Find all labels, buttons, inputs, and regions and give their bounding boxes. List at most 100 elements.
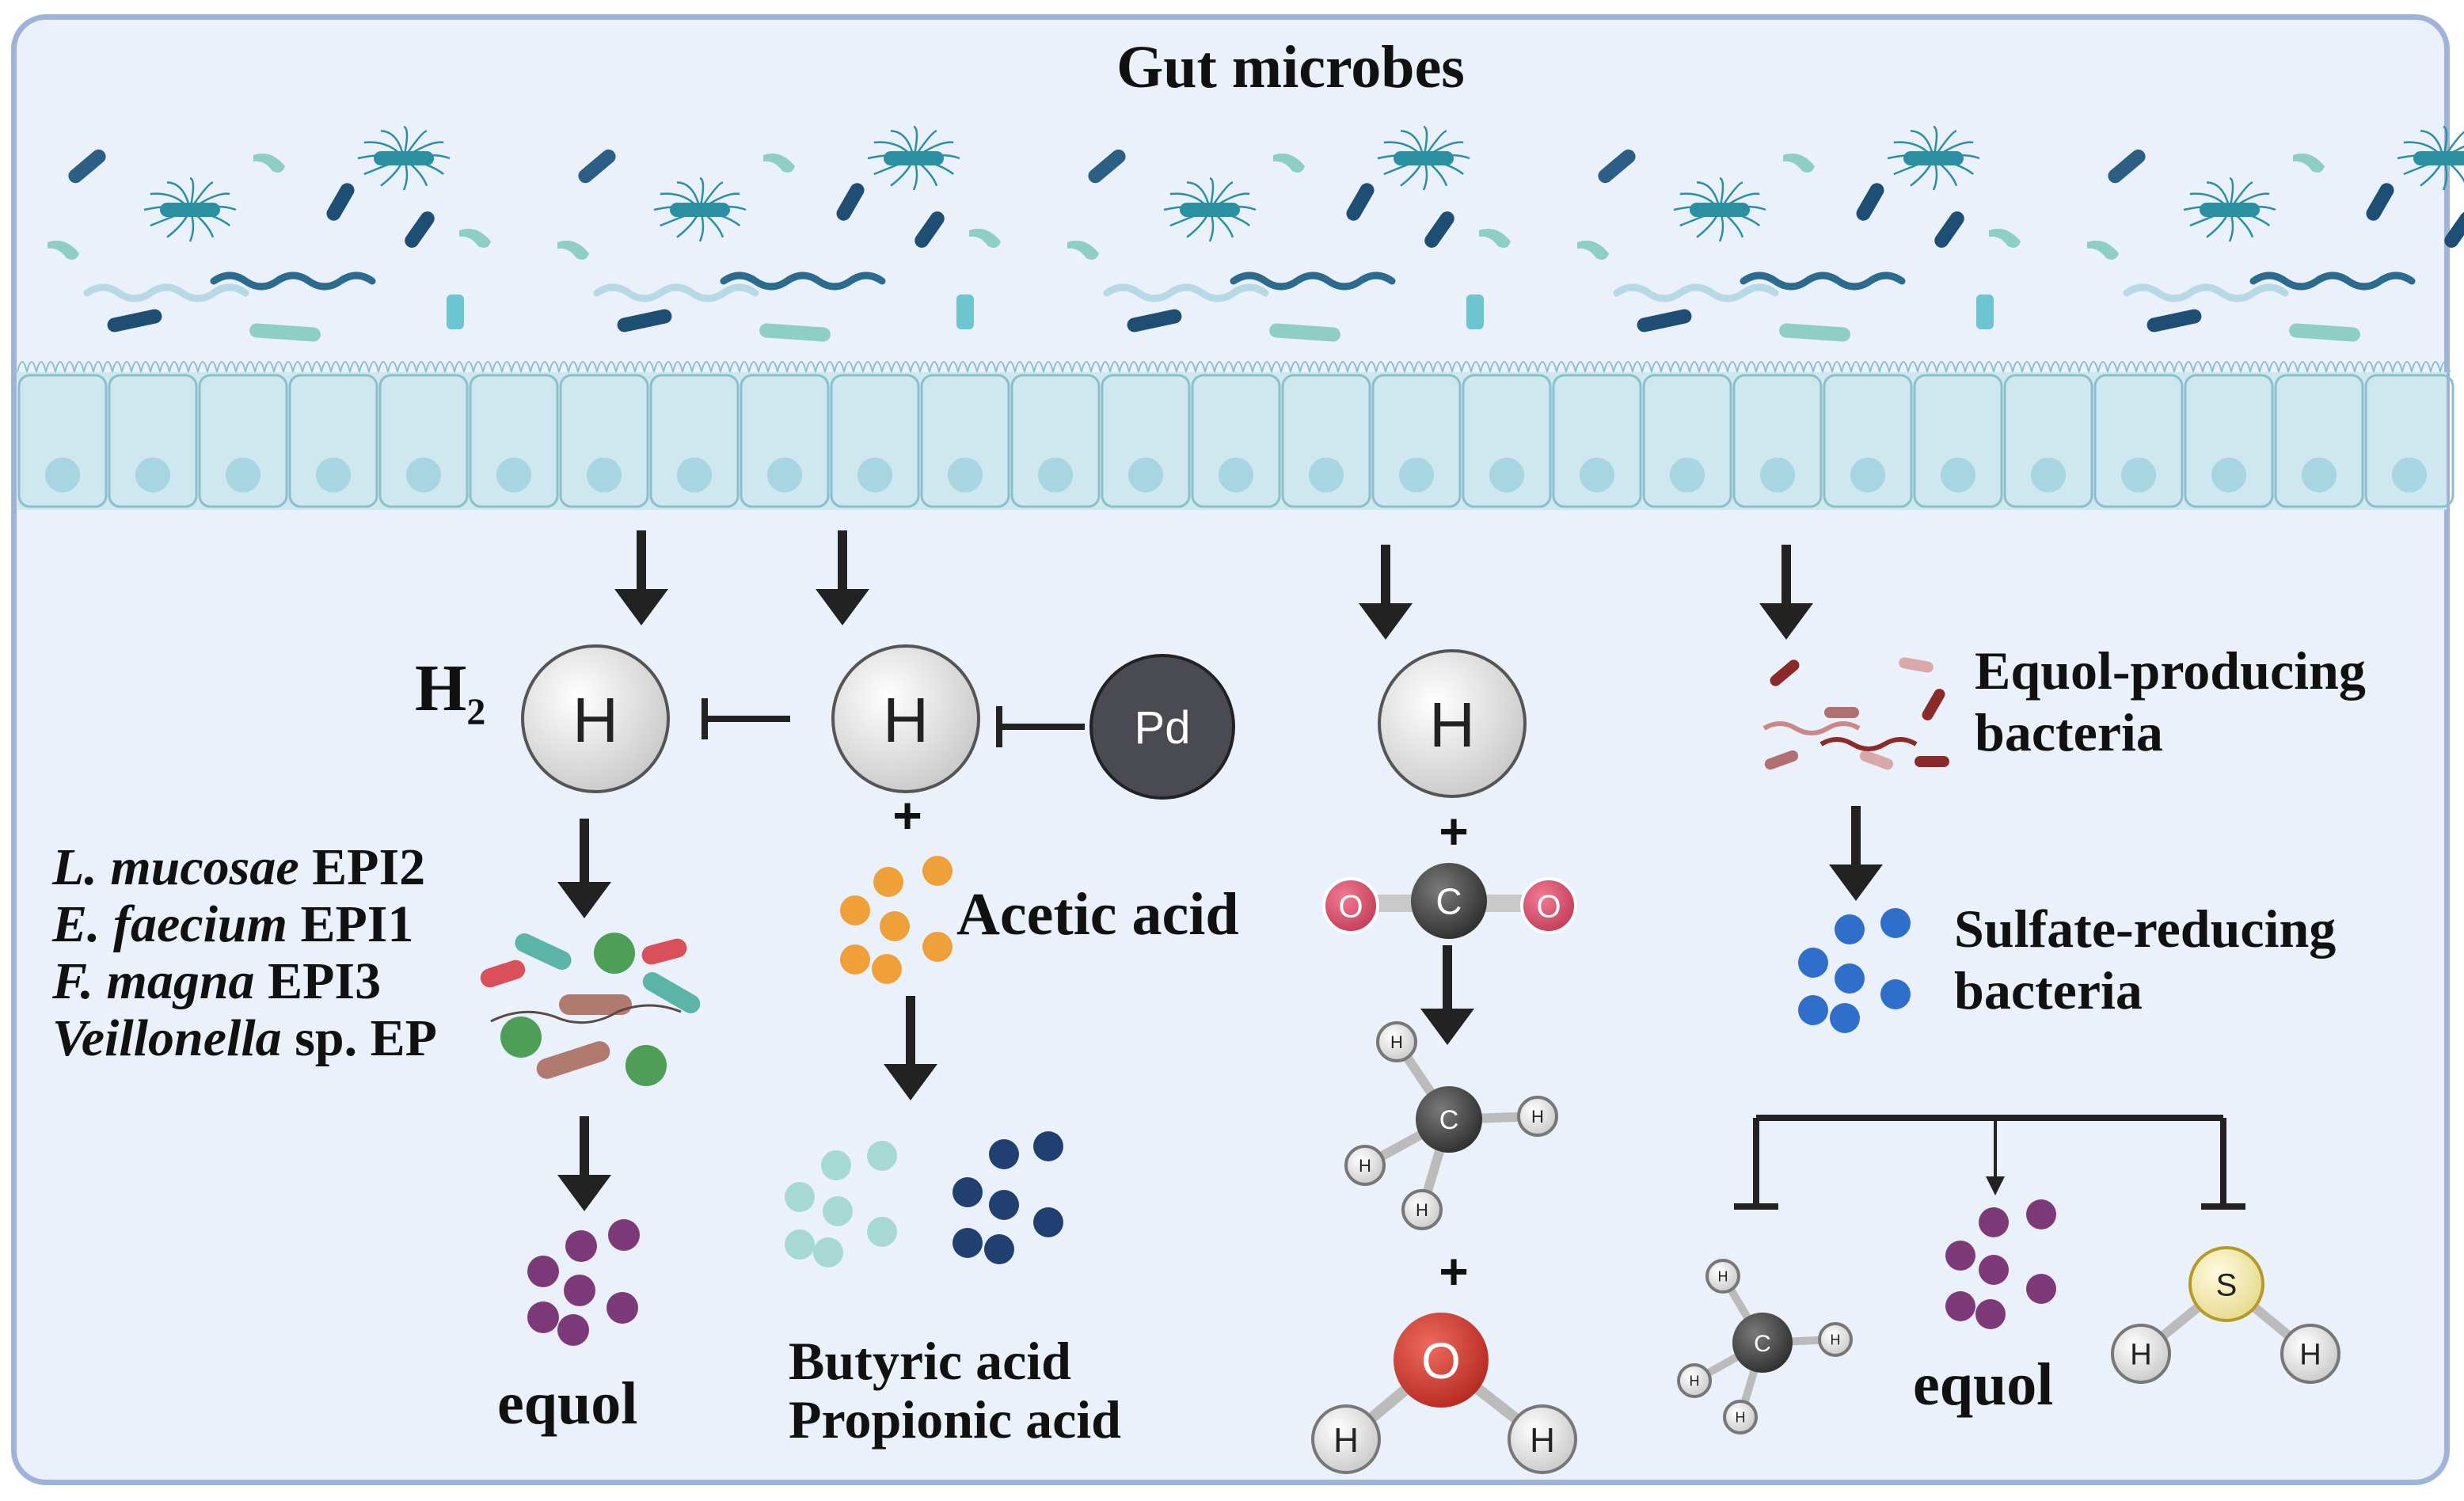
epithelial-cell [378, 374, 469, 508]
bacterium-icon [1783, 153, 1815, 173]
hydrogen-atom-icon: H [1705, 1259, 1740, 1294]
bacterium-icon [447, 294, 464, 329]
nucleus [587, 458, 622, 492]
diagram-title: Gut microbes [1116, 34, 1465, 101]
atom-symbol: H [1359, 1156, 1371, 1176]
bacterium-icon [107, 309, 162, 332]
bacterium-icon [405, 211, 435, 248]
atom-symbol: C [1435, 881, 1462, 922]
molecule-dot [2026, 1199, 2056, 1229]
molecule-dot [1033, 1207, 1063, 1237]
arrow-down-icon [557, 1116, 611, 1211]
molecule-dot [564, 1275, 595, 1306]
atom-symbol: Pd [1135, 702, 1191, 754]
molecule-dot [1835, 963, 1865, 994]
hydrogen-atom-icon: H [1818, 1322, 1853, 1357]
bacterium-icon [1613, 283, 1779, 302]
bacterium-icon [1377, 125, 1470, 191]
epithelial-cell [2274, 374, 2364, 508]
propionate-molecules-icon [953, 1131, 1063, 1264]
bacterium-icon [2123, 283, 2289, 302]
molecule-dot [813, 1237, 843, 1267]
equol-molecules-icon [1945, 1199, 2056, 1329]
butyrate-molecules-icon [785, 1141, 897, 1267]
bacterium-icon [1127, 309, 1182, 332]
bacterium-icon [1899, 657, 1934, 673]
nucleus [857, 458, 892, 492]
epithelial-cell [2003, 374, 2093, 508]
epithelial-cell [1552, 374, 1642, 508]
epithelium-icon [17, 361, 2454, 510]
molecule-dot [1798, 948, 1828, 978]
arrow-down-icon [557, 819, 611, 918]
hydrogen-atom-icon: H [1723, 1400, 1758, 1434]
sulfur-atom-icon: S [2188, 1246, 2264, 1322]
equol-label-right: equol [1913, 1351, 2054, 1418]
oxygen-atom-icon: O [1322, 877, 1379, 934]
arrow-down-icon [1359, 545, 1413, 640]
bacterium-icon [1922, 689, 1945, 720]
molecule-dot [557, 1314, 589, 1346]
molecule-dot [1979, 1207, 2009, 1237]
bacterium-icon [2397, 125, 2464, 191]
bacterium-icon [1740, 272, 1906, 291]
bacterium-icon [759, 323, 831, 342]
bacterium-icon [1577, 240, 1609, 260]
hydrogen-atom-icon: H [2111, 1324, 2171, 1384]
hydrogen-atom-icon: H [1378, 649, 1527, 798]
bacterium-icon [593, 283, 759, 302]
bacterium-icon [1103, 283, 1269, 302]
bacterium-icon [1856, 183, 1884, 221]
oxygen-atom-icon: O [1394, 1313, 1489, 1408]
bacterium-icon [1346, 183, 1375, 221]
bacterium-icon [1067, 240, 1099, 260]
epithelial-cell [469, 374, 559, 508]
epithelial-cell [830, 374, 920, 508]
bacterium-icon [357, 125, 451, 191]
bracket-icon [1734, 1115, 2245, 1210]
epithelial-cell [1732, 374, 1823, 508]
bacterium-icon [210, 272, 376, 291]
molecule-dot [953, 1177, 983, 1207]
bacterium-icon [2087, 240, 2119, 260]
epithelial-cell [1462, 374, 1552, 508]
hydrogen-atom-icon: H [2280, 1324, 2340, 1384]
molecule-dot [608, 1219, 640, 1251]
molecule-dot [922, 932, 953, 962]
butyric-acid-label: Butyric acid [789, 1331, 1071, 1391]
molecule-dot [527, 1302, 559, 1333]
nucleus [2211, 458, 2246, 492]
acetic-acid-label: Acetic acid [956, 881, 1239, 948]
epithelial-cell [1281, 374, 1371, 508]
epithelial-cell [2093, 374, 2184, 508]
bacterium-icon [249, 323, 321, 342]
molecule-dot [1835, 914, 1865, 944]
bacteria-mix-icon [480, 933, 701, 1086]
bacterium-icon [956, 294, 974, 329]
epithelial-cell [1191, 374, 1281, 508]
nucleus [496, 458, 531, 492]
nucleus [135, 458, 170, 492]
plus-sign: + [1439, 803, 1468, 860]
molecule-dot [1975, 1299, 2006, 1329]
hydrogen-atom-icon: H [831, 644, 980, 793]
bacterium-icon [143, 177, 237, 242]
inhibition-icon [702, 698, 790, 739]
atom-symbol: H [883, 685, 929, 755]
epithelial-cell [2364, 374, 2454, 508]
bacterium-icon [1779, 323, 1850, 342]
bacterium-icon [2366, 183, 2394, 221]
bacterium-icon [253, 153, 285, 173]
bacterium-icon [763, 153, 795, 173]
equol-label-left: equol [497, 1370, 638, 1437]
bacterium-icon [1424, 211, 1454, 248]
nucleus [1219, 458, 1253, 492]
bacterium-icon [2293, 153, 2325, 173]
bacterium-icon [2146, 309, 2202, 332]
molecule-dot [1880, 979, 1911, 1009]
bacterium-icon [1976, 294, 1994, 329]
bacterium-icon [2108, 149, 2146, 184]
bacterium-icon [720, 272, 886, 291]
equol-molecules-icon [527, 1219, 640, 1346]
